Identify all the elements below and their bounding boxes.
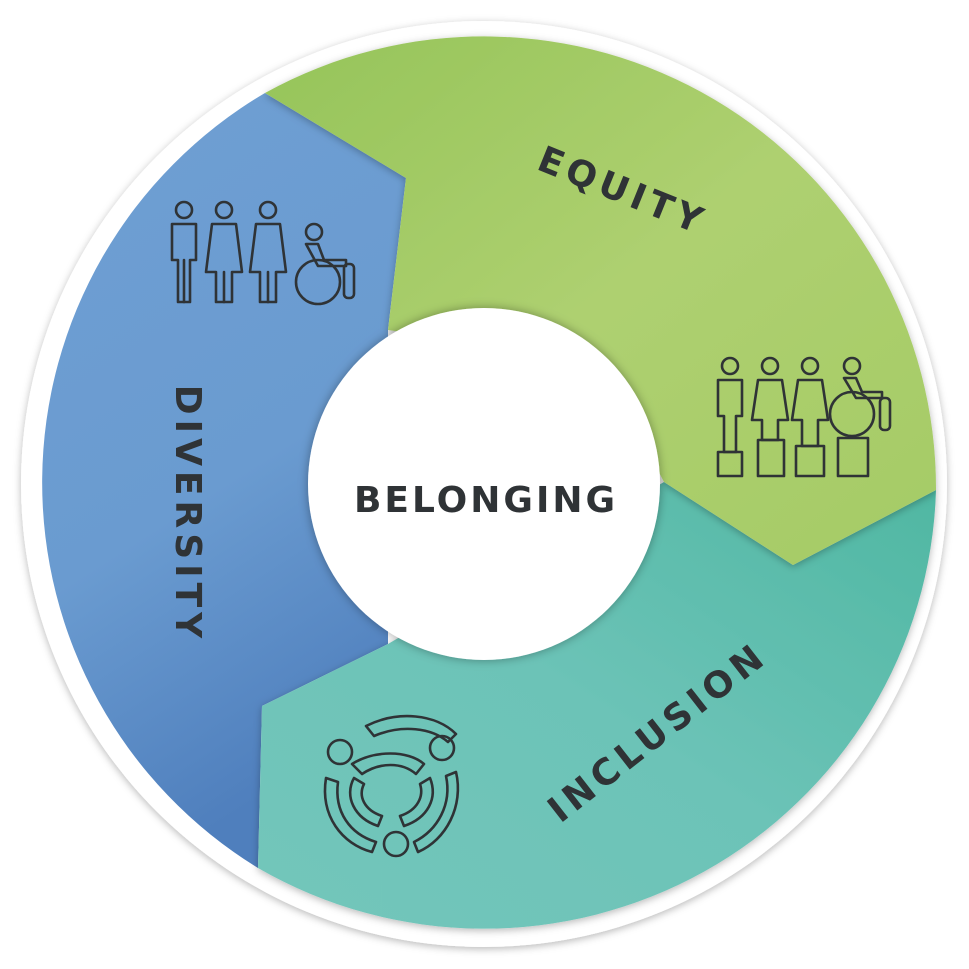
people-on-pedestals-icon bbox=[716, 356, 892, 478]
circle-of-people-icon bbox=[323, 714, 460, 858]
segment-label-diversity: DIVERSITY bbox=[167, 385, 208, 643]
center-label: BELONGING bbox=[354, 480, 618, 521]
segment-diversity bbox=[42, 93, 406, 868]
segment-inclusion bbox=[258, 482, 936, 929]
center-circle bbox=[308, 308, 660, 660]
people-group-icon bbox=[170, 200, 356, 306]
segment-equity bbox=[265, 36, 937, 566]
